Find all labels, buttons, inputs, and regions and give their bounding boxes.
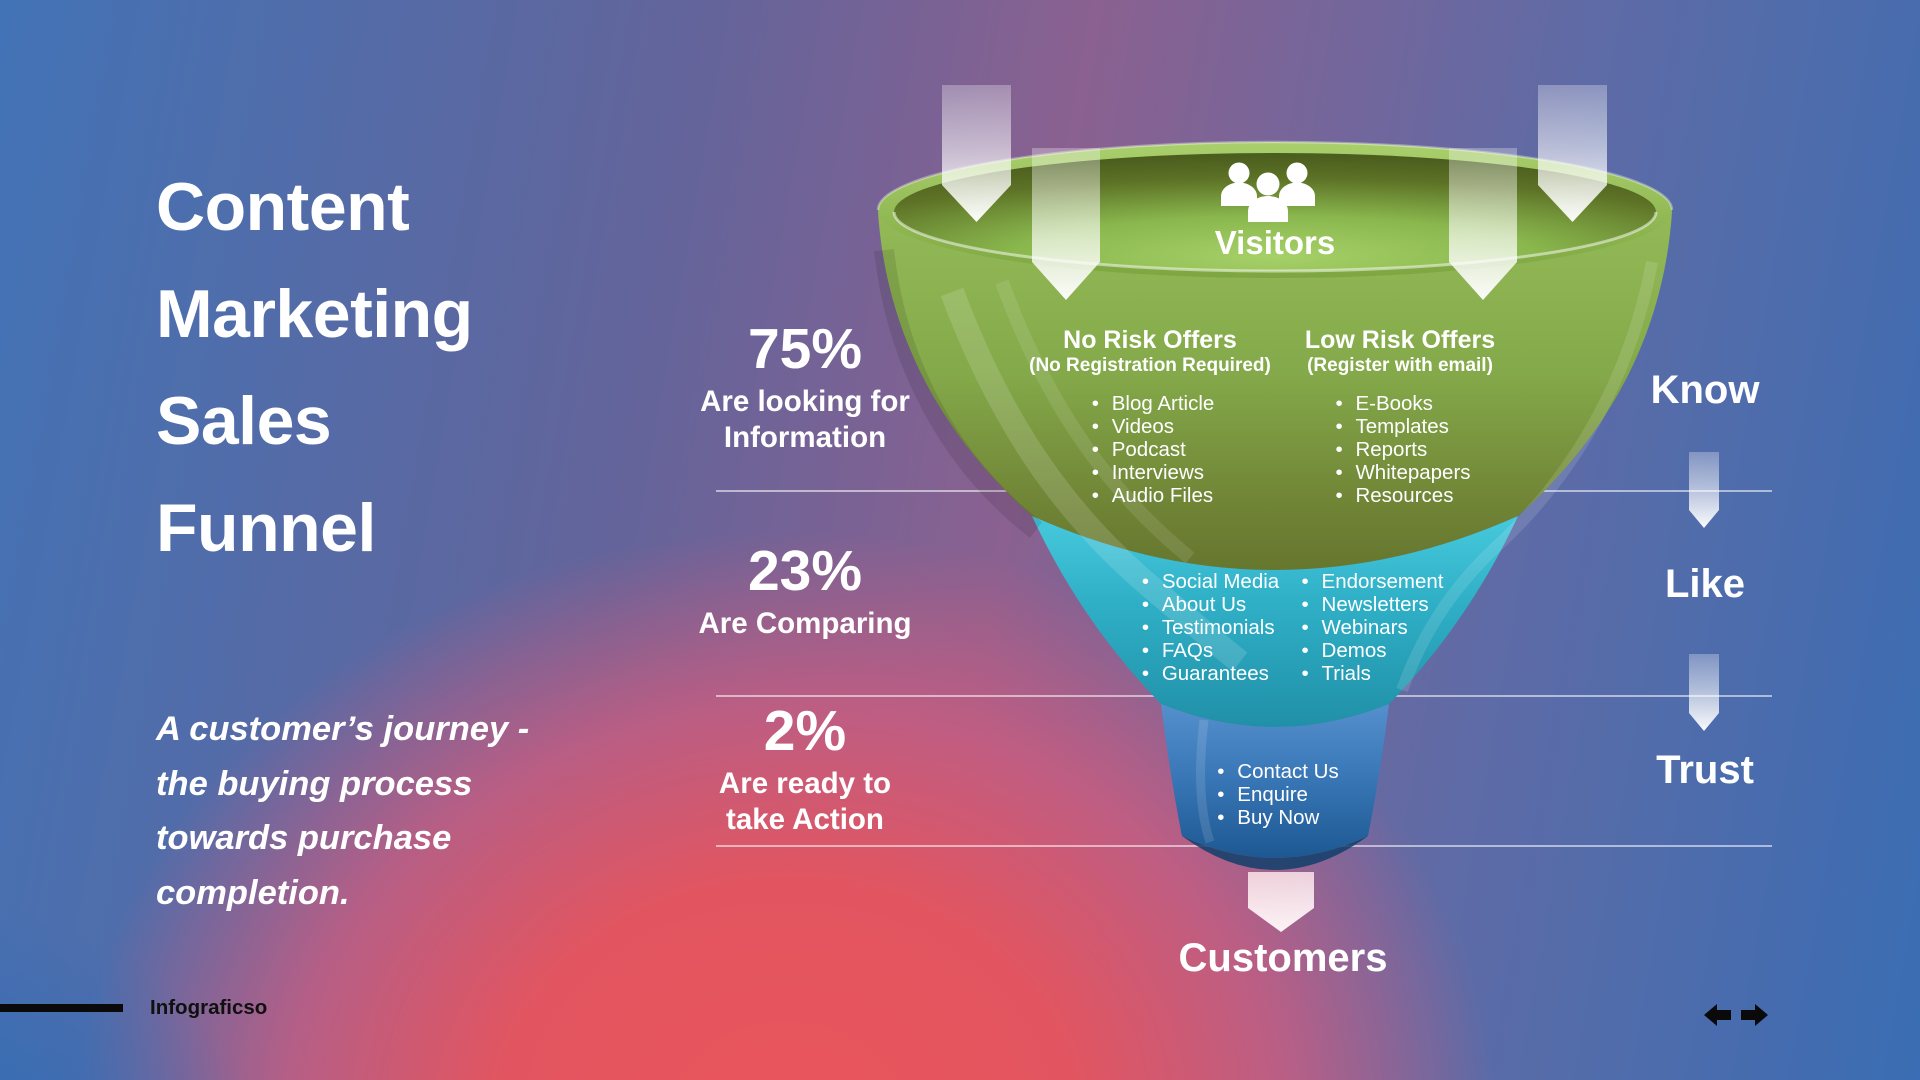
list-item: Guarantees — [1136, 662, 1279, 685]
comparing-column-left: Social Media About Us Testimonials FAQs … — [1085, 570, 1330, 685]
brand-name: Infograficso — [150, 996, 268, 1019]
subtitle: A customer’s journey - the buying proces… — [156, 702, 529, 920]
funnel-shadow-band — [874, 248, 1043, 538]
subtitle-line: completion. — [156, 873, 350, 912]
list-item: Resources — [1329, 484, 1470, 507]
list-item: Social Media — [1136, 570, 1279, 593]
funnel-bottom-label: Customers — [1178, 936, 1388, 980]
funnel-top-section — [878, 212, 1672, 570]
list-item: About Us — [1136, 593, 1279, 616]
stage-caption: Are Comparing — [698, 607, 912, 640]
arrow-left-icon[interactable] — [1704, 1004, 1731, 1026]
title-line: Marketing — [156, 276, 473, 352]
flow-down-arrow — [1032, 148, 1100, 300]
list-item: Whitepapers — [1329, 461, 1470, 484]
column-subheading: (Register with email) — [1307, 355, 1493, 376]
list-item: Buy Now — [1211, 806, 1338, 829]
no-risk-offers-column: No Risk Offers (No Registration Required… — [1012, 326, 1288, 507]
journey-label-trust: Trust — [1656, 748, 1754, 792]
list-item: Videos — [1086, 415, 1215, 438]
flow-down-arrow — [1538, 85, 1607, 222]
stage-percent-block: 75% Are looking for Information — [650, 320, 960, 456]
journey-label-like: Like — [1664, 562, 1746, 606]
list-item: Newsletters — [1296, 593, 1444, 616]
funnel-top-label: Visitors — [1214, 224, 1336, 261]
journey-label-know: Know — [1650, 368, 1760, 412]
stage-caption: Are ready to take Action — [718, 767, 892, 836]
flow-down-arrow — [1449, 148, 1517, 300]
customers-down-arrow — [1248, 872, 1314, 932]
title-line: Funnel — [156, 490, 376, 566]
list-item: E-Books — [1329, 392, 1470, 415]
page-title: Content Marketing Sales Funnel — [156, 154, 473, 582]
list-item: Templates — [1329, 415, 1470, 438]
stage-percent: 23% — [747, 539, 863, 603]
column-heading: No Risk Offers — [1063, 326, 1237, 354]
list-item: FAQs — [1136, 639, 1279, 662]
offer-list: Blog Article Videos Podcast Interviews A… — [1086, 392, 1215, 507]
journey-down-arrow — [1689, 452, 1719, 528]
offer-list: E-Books Templates Reports Whitepapers Re… — [1329, 392, 1470, 507]
list-item: Trials — [1296, 662, 1444, 685]
brand-rule — [0, 1004, 123, 1012]
stage-percent-block: 23% Are Comparing — [650, 542, 960, 642]
funnel-highlight-band — [995, 279, 1195, 564]
list-item: Reports — [1329, 438, 1470, 461]
nav-next-button[interactable] — [1741, 1004, 1768, 1026]
list-item: Demos — [1296, 639, 1444, 662]
stage-percent: 75% — [747, 317, 863, 381]
stage-percent-block: 2% Are ready to take Action — [650, 702, 960, 838]
nav-prev-button[interactable] — [1704, 1004, 1731, 1026]
list-item: Enquire — [1211, 783, 1338, 806]
rim-outer-highlight — [876, 140, 1674, 211]
list-item: Contact Us — [1211, 760, 1338, 783]
stage-caption: Are looking for Information — [700, 385, 910, 454]
list-item: Endorsement — [1296, 570, 1444, 593]
subtitle-line: the buying process — [156, 764, 473, 803]
offer-list: Endorsement Newsletters Webinars Demos T… — [1296, 570, 1444, 685]
list-item: Webinars — [1296, 616, 1444, 639]
journey-down-arrow — [1689, 654, 1719, 731]
stage-percent: 2% — [763, 699, 847, 763]
funnel-highlight-band — [1196, 719, 1215, 844]
column-subheading: (No Registration Required) — [1029, 355, 1271, 376]
rim-inner-highlight — [892, 211, 1658, 273]
people-icon — [1221, 162, 1315, 222]
title-line: Sales — [156, 383, 332, 459]
arrow-right-icon[interactable] — [1741, 1004, 1768, 1026]
flow-down-arrow — [942, 85, 1011, 222]
list-item: Interviews — [1086, 461, 1215, 484]
subtitle-line: towards purchase — [156, 819, 452, 857]
funnel-neck-rim — [1182, 836, 1368, 870]
comparing-column-right: Endorsement Newsletters Webinars Demos T… — [1247, 570, 1492, 685]
offer-list: Contact Us Enquire Buy Now — [1211, 760, 1338, 829]
low-risk-offers-column: Low Risk Offers (Register with email) E-… — [1262, 326, 1538, 507]
title-line: Content — [156, 169, 410, 245]
column-heading: Low Risk Offers — [1304, 326, 1496, 354]
offer-list: Social Media About Us Testimonials FAQs … — [1136, 570, 1279, 685]
list-item: Audio Files — [1086, 484, 1215, 507]
subtitle-line: A customer’s journey - — [156, 710, 530, 748]
action-column: Contact Us Enquire Buy Now — [1150, 760, 1400, 829]
list-item: Testimonials — [1136, 616, 1279, 639]
list-item: Blog Article — [1086, 392, 1215, 415]
list-item: Podcast — [1086, 438, 1215, 461]
